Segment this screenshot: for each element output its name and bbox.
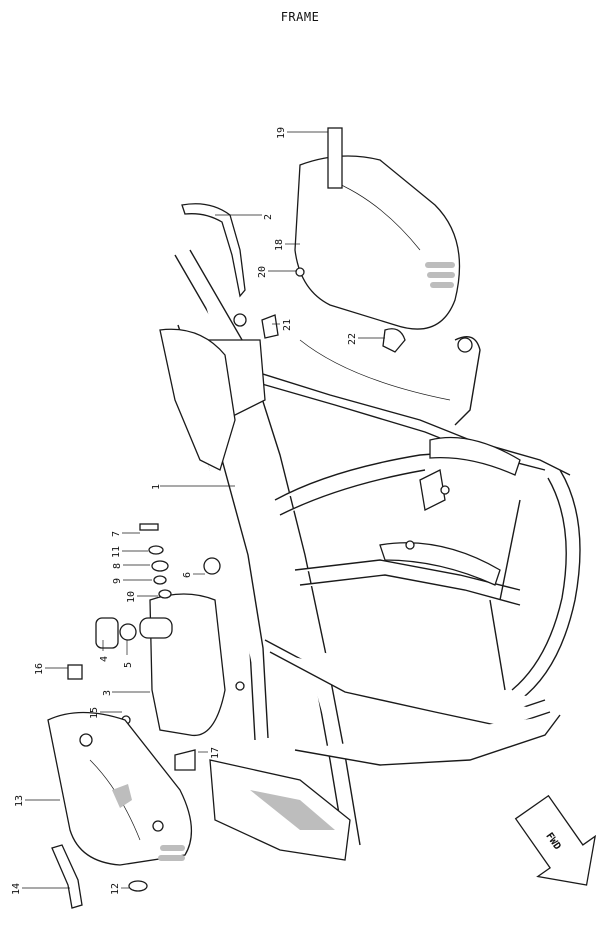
callout-12: 12 [110,883,121,895]
lower-bracket [51,844,83,909]
callout-10: 10 [126,591,137,603]
callout-7: 7 [111,531,122,537]
oil-tank [95,593,245,737]
callout-6: 6 [182,572,193,578]
callout-19: 19 [276,127,287,139]
callout-15: 15 [89,707,100,719]
bracket [181,203,246,298]
callout-11: 11 [111,546,122,558]
callout-14: 14 [11,883,22,895]
callout-labels: 1 2 3 4 5 6 7 8 9 10 11 12 13 14 15 16 1… [11,127,358,895]
callout-2: 2 [263,214,274,220]
vent-grille [425,262,455,288]
callout-13: 13 [14,795,25,807]
callout-20: 20 [257,266,268,278]
callout-17: 17 [210,747,221,759]
callout-3: 3 [102,690,113,696]
callout-9: 9 [112,578,123,584]
emblem-badge [327,127,343,189]
frame-body [159,249,581,861]
leader-lines [22,131,385,889]
callout-18: 18 [274,239,285,251]
callout-16: 16 [34,663,45,675]
callout-5: 5 [123,662,134,668]
fwd-arrow: FWD [514,794,597,886]
callout-8: 8 [112,563,123,569]
callout-4: 4 [99,656,110,662]
page-title: FRAME [280,10,320,24]
callout-22: 22 [347,333,358,345]
side-cover-right [294,127,461,330]
side-cover-left [47,711,193,866]
small-parts [67,314,406,892]
callout-21: 21 [282,319,293,331]
callout-1: 1 [151,484,162,490]
